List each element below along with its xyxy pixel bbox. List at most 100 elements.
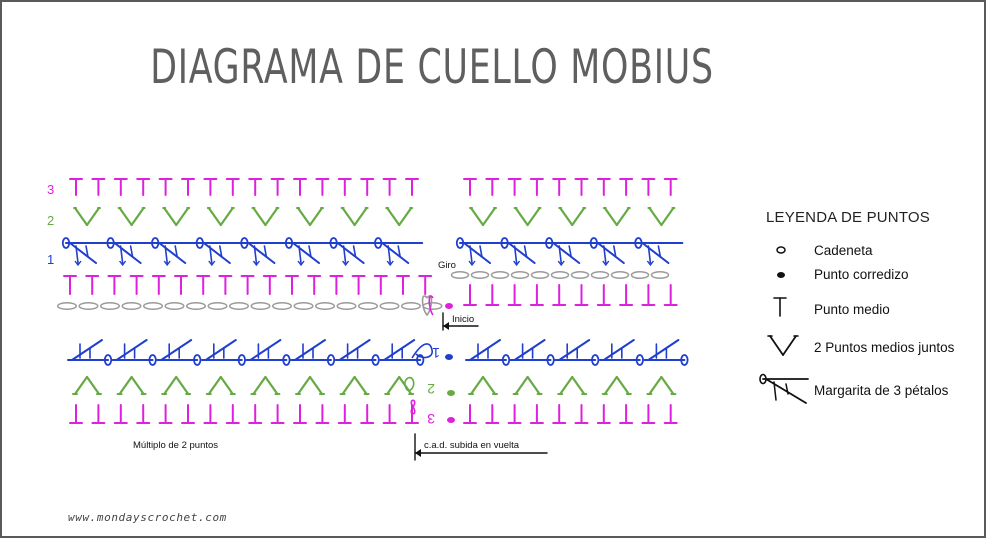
half-double-crochet-symbol	[405, 178, 419, 196]
daisy-stitch-symbol	[455, 237, 505, 267]
inverted-decrease-symbol	[601, 375, 632, 396]
stroke	[219, 375, 234, 396]
decrease-symbol	[296, 206, 324, 227]
stroke	[398, 206, 413, 227]
daisy-stitch-symbol	[151, 237, 201, 267]
stroke	[603, 206, 618, 227]
slip-stitch-symbol	[445, 354, 453, 360]
half-double-crochet-icon	[773, 297, 787, 317]
page-title: DIAGRAMA DE CUELLO MOBIUS	[150, 40, 714, 95]
stroke	[596, 242, 625, 264]
stroke	[513, 245, 518, 264]
chain-stitch-symbol	[293, 301, 314, 311]
decrease-symbol	[385, 206, 414, 227]
stroke	[252, 206, 267, 227]
chain-stitch-symbol	[450, 270, 470, 280]
slip-stitch-symbol	[445, 303, 453, 309]
half-double-crochet-symbol	[293, 178, 307, 196]
decrease-symbol	[469, 206, 497, 227]
arrow	[163, 260, 171, 267]
chain-stitch-symbol	[207, 301, 228, 311]
half-double-crochet-symbol	[248, 178, 263, 196]
stroke	[568, 245, 573, 258]
half-double-crochet-symbol	[136, 404, 151, 424]
decrease-symbol	[251, 206, 280, 227]
stroke	[207, 206, 222, 227]
stroke	[481, 206, 497, 227]
chain-stitch-symbol	[401, 301, 421, 311]
stroke	[552, 242, 581, 264]
half-double-crochet-symbol	[315, 404, 330, 424]
annotation-multiplo: Múltiplo de 2 puntos	[133, 440, 218, 451]
stroke	[71, 339, 103, 361]
half-double-crochet-symbol	[619, 404, 634, 424]
arrow	[342, 260, 350, 267]
stroke	[113, 242, 142, 264]
decrease-symbol	[73, 206, 101, 227]
daisy-stitch-symbol	[500, 237, 550, 267]
half-double-crochet-symbol	[337, 178, 352, 196]
chain-stitch-symbol	[550, 270, 570, 280]
stroke	[264, 206, 279, 227]
stroke	[129, 245, 134, 258]
arrow	[252, 260, 260, 267]
daisy-stitch-symbol	[374, 237, 424, 267]
annotation-cad-subida: c.a.d. subida en vuelta	[424, 440, 520, 451]
stroke	[296, 375, 312, 396]
half-double-crochet-symbol	[382, 404, 397, 424]
half-double-crochet-symbol	[69, 404, 83, 424]
stroke	[353, 206, 368, 227]
stroke	[612, 245, 617, 258]
stroke	[387, 245, 392, 264]
stroke	[386, 375, 401, 396]
legend-label-punto-corredizo: Punto corredizo	[814, 267, 909, 282]
half-double-crochet-symbol	[151, 275, 166, 295]
daisy-stitch-symbol	[379, 339, 425, 366]
stroke	[481, 375, 497, 396]
daisy-stitch-symbol	[329, 237, 379, 267]
half-double-crochet-symbol	[225, 404, 240, 424]
chain-stitch-symbol	[272, 301, 292, 311]
half-double-crochet-symbol	[485, 404, 500, 424]
half-double-crochet-symbol	[113, 404, 128, 424]
arrow	[297, 260, 305, 267]
row-label-3: 3	[47, 182, 54, 197]
stroke	[648, 206, 663, 227]
chain-stitch-symbol	[610, 270, 630, 280]
stroke	[469, 245, 473, 264]
stroke	[353, 375, 368, 396]
half-double-crochet-symbol	[91, 404, 106, 424]
half-double-crochet-symbol	[270, 178, 285, 196]
stroke	[341, 206, 356, 227]
row-label-3-mirrored: 3	[427, 411, 435, 427]
half-double-crochet-symbol	[307, 275, 322, 295]
stroke	[479, 245, 483, 258]
cad-subida-arrow	[414, 433, 548, 461]
daisy-stitch-symbol	[634, 237, 684, 267]
half-double-crochet-symbol	[552, 178, 567, 196]
stroke	[130, 206, 145, 227]
decrease-symbol	[162, 206, 191, 227]
daisy-stitch-symbol	[334, 339, 380, 366]
decrease-symbol	[206, 206, 235, 227]
stroke	[253, 245, 258, 264]
half-double-crochet-symbol	[270, 404, 285, 424]
daisy-stitch-symbol	[240, 237, 290, 267]
legend-label-cadeneta: Cadeneta	[814, 243, 873, 258]
inicio-arrow	[442, 312, 479, 331]
stroke	[130, 375, 145, 396]
half-double-crochet-symbol	[663, 404, 678, 424]
half-double-crochet-symbol	[382, 178, 397, 196]
stroke	[119, 245, 124, 264]
daisy-stitch-symbol	[67, 339, 113, 366]
chain-stitch-symbol	[590, 270, 610, 280]
stroke	[338, 339, 371, 361]
half-double-crochet-symbol	[315, 178, 330, 196]
daisy-stitch-symbol	[465, 339, 511, 366]
stroke	[526, 206, 541, 227]
half-double-crochet-symbol	[418, 275, 433, 295]
turn-chain-symbol	[411, 343, 433, 359]
inverted-decrease-symbol	[512, 375, 543, 396]
half-double-crochet-symbol	[158, 178, 173, 196]
half-double-crochet-symbol	[360, 178, 375, 196]
